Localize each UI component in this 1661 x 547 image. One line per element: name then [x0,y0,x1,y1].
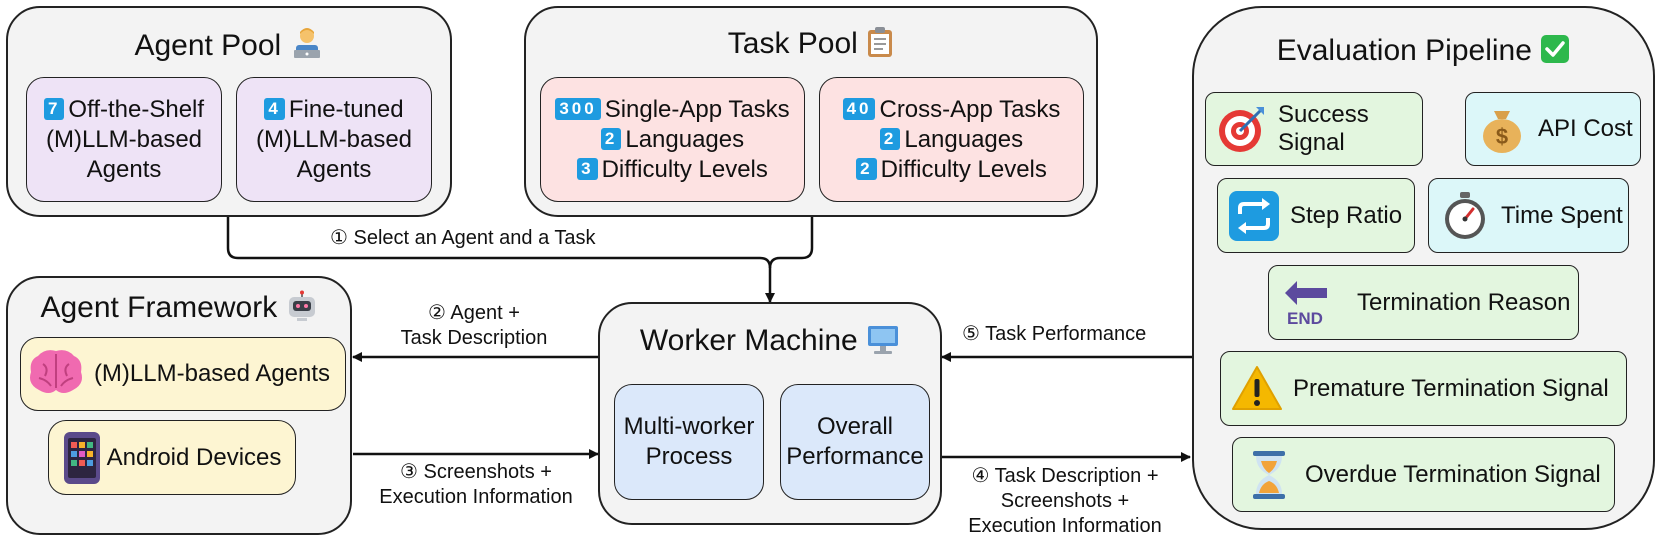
hourglass-icon [1253,450,1285,499]
evaluation-pipeline-title: Evaluation Pipeline [1194,34,1653,68]
multi-worker-process-box: Multi-worker Process [614,384,764,500]
cross-app-language-badge: 2 [879,127,901,150]
label-step4: ④ Task Description + Screenshots + Execu… [968,465,1162,537]
worker-machine-panel: Worker Machine Multi-worker Process Over… [598,302,942,525]
repeat-arrows-icon [1229,190,1279,241]
robot-icon [288,290,315,321]
single-app-count-badge: 300 [555,97,601,120]
warning-icon [1232,365,1282,410]
clipboard-icon [868,27,893,57]
metric-termination-reason: END Termination Reason [1268,265,1579,340]
metric-step-ratio: Step Ratio [1217,178,1415,253]
off-shelf-count-badge: 7 [43,97,65,120]
agent-framework-title: Agent Framework [8,290,350,325]
single-app-language-badge: 2 [600,127,622,150]
android-devices-box: Android Devices [48,420,296,495]
label-step1: ① Select an Agent and a Task [330,227,596,249]
metric-time-spent: Time Spent [1428,178,1629,253]
cross-app-count-badge: 40 [842,97,876,120]
target-icon [1219,107,1264,152]
technologist-icon [293,28,320,58]
overall-performance-box: Overall Performance [780,384,930,500]
task-pool-title: Task Pool [526,26,1096,61]
mllm-agents-box: (M)LLM-based Agents [20,337,346,411]
metric-api-cost: $ API Cost [1465,92,1641,166]
money-bag-icon: $ [1483,111,1521,153]
worker-machine-title: Worker Machine [600,324,940,358]
end-arrow-icon: END [1285,280,1327,328]
label-step2: ② Agent + Task Description [400,302,548,349]
fine-tuned-count-badge: 4 [264,97,285,120]
stopwatch-icon [1445,191,1485,239]
metric-premature-termination: Premature Termination Signal [1220,351,1627,426]
single-app-difficulty-badge: 3 [577,157,598,180]
label-step3: ③ Screenshots + Execution Information [379,461,573,508]
edge-select-task [768,217,814,269]
agent-framework-panel: Agent Framework (M)LLM-based Agents [6,276,352,535]
label-step5: ⑤ Task Performance [962,323,1147,345]
computer-icon [868,326,899,354]
metric-overdue-termination: Overdue Termination Signal [1232,437,1615,512]
svg-text:$: $ [1496,124,1508,149]
phone-apps-icon [64,432,100,484]
brain-icon [30,350,82,393]
agent-pool-title: Agent Pool [8,26,450,63]
metric-success-signal: Success Signal [1205,92,1423,166]
cross-app-difficulty-badge: 2 [856,157,877,180]
check-mark-icon [1541,35,1570,63]
svg-text:END: END [1287,309,1323,328]
